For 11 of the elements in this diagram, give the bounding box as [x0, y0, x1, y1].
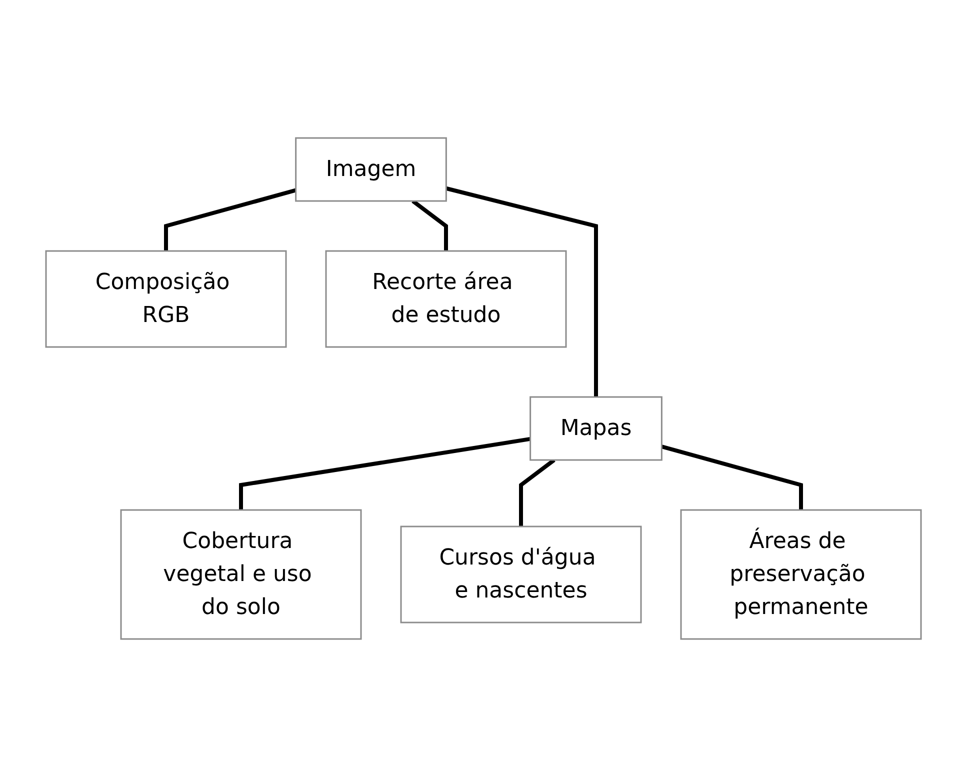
- node-box: Composição RGB: [45, 250, 287, 348]
- connector: [239, 436, 531, 510]
- node-box: Mapas: [530, 396, 662, 460]
- connector: [164, 188, 296, 250]
- node-box: Recorte área de estudo: [325, 250, 567, 348]
- node-box: Imagem: [295, 136, 447, 202]
- connector: [661, 444, 803, 510]
- node-box: Cobertura vegetal e uso do solo: [120, 508, 362, 640]
- connector: [446, 186, 598, 396]
- node-box: Cursos d'água e nascentes: [400, 525, 642, 623]
- node-box: Áreas de preservação permanente: [680, 508, 922, 640]
